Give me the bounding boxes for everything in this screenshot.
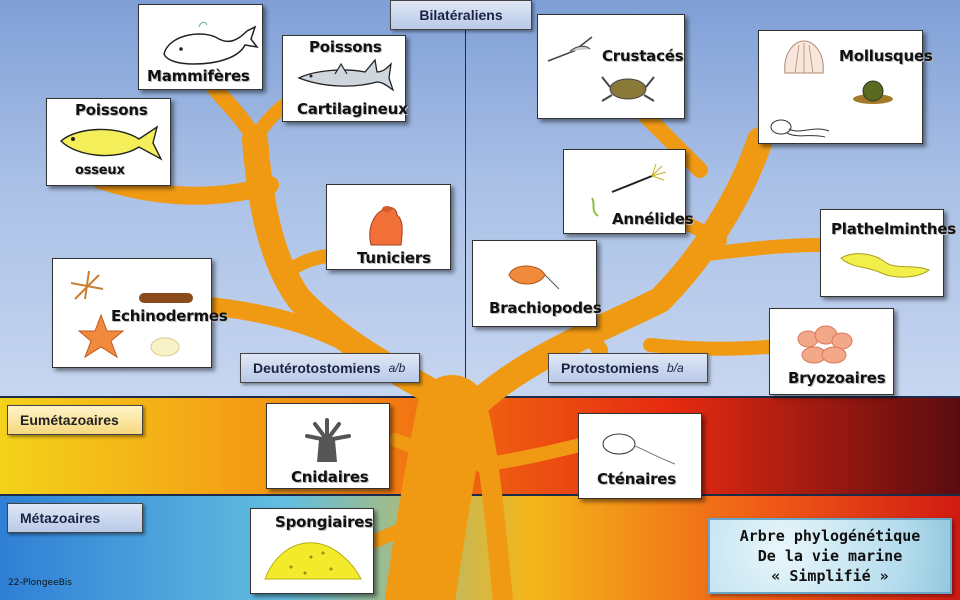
fish-icon xyxy=(59,125,163,161)
snail-icon xyxy=(853,80,893,104)
sponge-icon xyxy=(264,542,362,580)
octopus-icon xyxy=(770,119,830,138)
sea-cucumber-icon xyxy=(150,337,180,357)
anemone-icon xyxy=(305,418,351,462)
ctenophores-label: Cténaires xyxy=(597,470,676,488)
metazoa-label: Métazoaires xyxy=(7,503,143,533)
shell-icon xyxy=(784,40,824,74)
whale-icon xyxy=(163,21,259,65)
crab-icon xyxy=(601,76,655,102)
annelids-label: Annélides xyxy=(612,210,694,228)
card-bony-fish: Poissons osseux xyxy=(46,98,171,186)
card-annelids: Annélides xyxy=(563,149,694,234)
bryozoans-label: Bryozoaires xyxy=(788,369,886,387)
sponges-label: Spongiaires xyxy=(275,513,373,531)
title-line-1: Arbre phylogénétique xyxy=(739,527,921,545)
worm-icon xyxy=(591,163,667,217)
card-cnidarians: Cnidaires xyxy=(266,403,390,489)
cartilaginous-label-1: Poissons xyxy=(309,38,382,56)
mammals-label: Mammifères xyxy=(147,67,250,85)
brachiopods-label: Brachiopodes xyxy=(489,299,602,317)
bony-label-1: Poissons xyxy=(75,101,148,119)
brachiopod-icon xyxy=(508,265,560,290)
cartilaginous-label-2: Cartilagineux xyxy=(297,100,408,118)
cnidarians-label: Cnidaires xyxy=(291,468,369,486)
crustaceans-label: Crustacés xyxy=(602,47,684,65)
diagram-title-box: Arbre phylogénétique De la vie marine « … xyxy=(708,518,952,594)
bryozoan-icon xyxy=(797,325,853,364)
card-ctenophores: Cténaires xyxy=(578,413,702,499)
card-brachiopods: Brachiopodes xyxy=(472,240,602,327)
flatworms-label: Plathelminthes xyxy=(831,220,957,238)
card-sponges: Spongiaires xyxy=(250,508,374,594)
card-bryozoans: Bryozoaires xyxy=(769,308,894,395)
card-flatworms: Plathelminthes xyxy=(820,209,956,297)
card-echinoderms: Echinodermes xyxy=(52,258,228,368)
card-cartilaginous-fish: Poissons Cartilagineux xyxy=(282,35,408,122)
zone-divider-bilateria-split xyxy=(465,0,466,397)
zone-divider-metazoa xyxy=(0,494,960,496)
card-tunicates: Tuniciers xyxy=(326,184,451,270)
card-crustaceans: Crustacés xyxy=(537,14,685,119)
flatworm-icon xyxy=(840,253,930,278)
starfish-icon xyxy=(70,270,193,359)
author-credit: 22-PlongeeBis xyxy=(8,578,72,588)
eumetazoa-label: Eumétazoaires xyxy=(7,405,143,435)
tunicates-label: Tuniciers xyxy=(357,249,431,267)
bilateria-label: Bilatéraliens xyxy=(390,0,532,30)
bony-label-2: osseux xyxy=(75,163,125,178)
ctenophore-icon xyxy=(602,433,676,465)
card-mammals: Mammifères xyxy=(138,4,263,90)
title-line-2: De la vie marine xyxy=(757,547,903,565)
title-line-3: « Simplifié » xyxy=(771,567,889,585)
molluscs-label: Mollusques xyxy=(839,47,933,65)
tunicate-icon xyxy=(369,206,403,246)
card-molluscs: Mollusques xyxy=(758,30,933,144)
echinoderms-label: Echinodermes xyxy=(111,307,228,325)
shark-icon xyxy=(297,58,395,92)
shrimp-icon xyxy=(547,36,593,62)
